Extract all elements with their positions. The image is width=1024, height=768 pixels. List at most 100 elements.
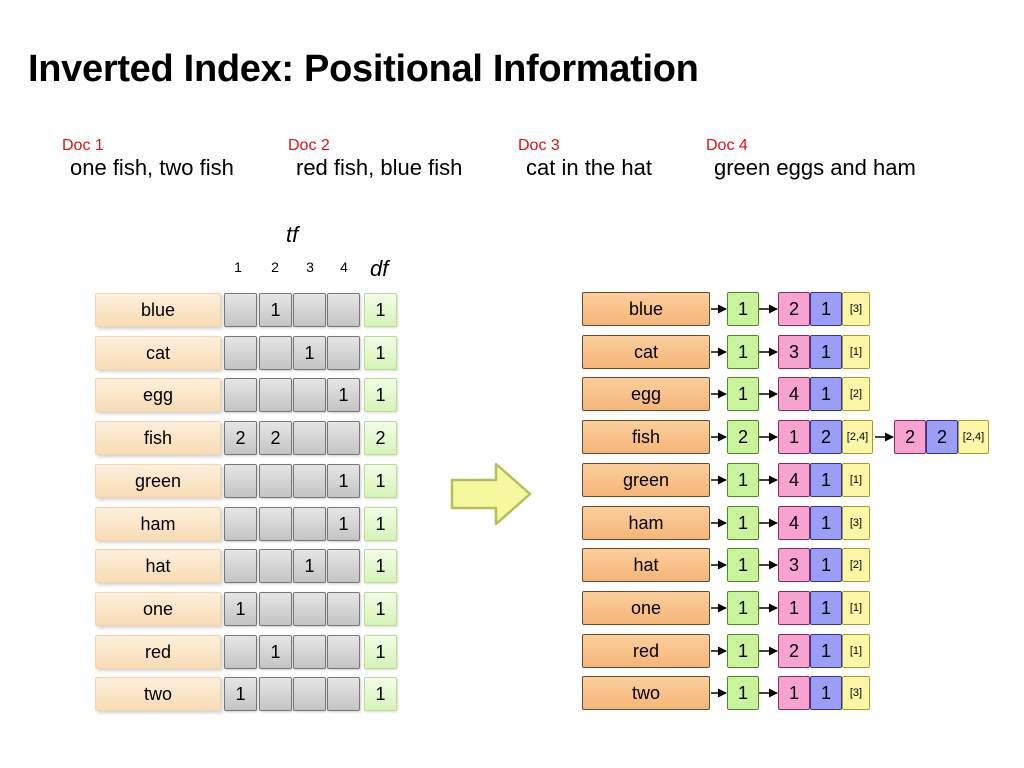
posting-positions: [1]: [842, 335, 870, 369]
tf-cell: [327, 635, 360, 669]
posting-df: 1: [727, 292, 759, 326]
posting-tf: 1: [810, 634, 842, 668]
posting-tf: 1: [810, 506, 842, 540]
posting-doc-id: 2: [894, 420, 926, 454]
posting-doc-id: 1: [778, 676, 810, 710]
tf-cell: [327, 421, 360, 455]
posting-tf: 1: [810, 377, 842, 411]
tf-cell: [259, 507, 292, 541]
tf-cell: [224, 507, 257, 541]
tf-cell: [259, 378, 292, 412]
posting-positions: [3]: [842, 292, 870, 326]
posting-term-egg: egg: [582, 377, 710, 411]
tf-cell: 1: [259, 635, 292, 669]
matrix-term-hat: hat: [95, 549, 221, 583]
posting-tf: 1: [810, 548, 842, 582]
tf-cell: 1: [259, 293, 292, 327]
tf-cell: [224, 549, 257, 583]
posting-term-one: one: [582, 591, 710, 625]
posting-positions: [1]: [842, 591, 870, 625]
posting-term-fish: fish: [582, 420, 710, 454]
tf-cell: [259, 336, 292, 370]
tf-cell: [327, 677, 360, 711]
tf-cell: 2: [224, 421, 257, 455]
tf-cell: [293, 464, 326, 498]
posting-df: 1: [727, 634, 759, 668]
tf-cell: 1: [293, 549, 326, 583]
posting-df: 1: [727, 335, 759, 369]
posting-df: 1: [727, 506, 759, 540]
posting-tf: 1: [810, 676, 842, 710]
posting-positions: [1]: [842, 634, 870, 668]
column-header-doc-2: 2: [271, 259, 279, 275]
matrix-term-fish: fish: [95, 421, 221, 455]
posting-term-blue: blue: [582, 292, 710, 326]
posting-term-green: green: [582, 463, 710, 497]
tf-cell: 2: [259, 421, 292, 455]
posting-tf: 2: [810, 420, 842, 454]
posting-positions: [2,4]: [958, 420, 989, 454]
posting-tf: 1: [810, 591, 842, 625]
posting-doc-id: 2: [778, 634, 810, 668]
posting-term-cat: cat: [582, 335, 710, 369]
doc-1-label: Doc 1: [62, 137, 104, 154]
doc-4-text: green eggs and ham: [714, 155, 916, 180]
tf-cell: [259, 464, 292, 498]
posting-doc-id: 3: [778, 335, 810, 369]
tf-cell: [327, 293, 360, 327]
tf-cell: [293, 592, 326, 626]
posting-tf: 1: [810, 463, 842, 497]
posting-positions: [3]: [842, 506, 870, 540]
column-header-doc-1: 1: [234, 259, 242, 275]
matrix-term-blue: blue: [95, 293, 221, 327]
tf-cell: [293, 677, 326, 711]
tf-cell: [224, 464, 257, 498]
tf-cell: [259, 677, 292, 711]
posting-doc-id: 4: [778, 377, 810, 411]
matrix-term-egg: egg: [95, 378, 221, 412]
tf-cell: [327, 336, 360, 370]
tf-cell: [293, 635, 326, 669]
tf-cell: 1: [327, 464, 360, 498]
posting-doc-id: 1: [778, 591, 810, 625]
doc-3-label: Doc 3: [518, 137, 560, 154]
tf-cell: [224, 336, 257, 370]
column-header-doc-4: 4: [340, 259, 348, 275]
posting-df: 1: [727, 548, 759, 582]
tf-cell: [327, 549, 360, 583]
tf-cell: [259, 549, 292, 583]
tf-cell: [224, 378, 257, 412]
matrix-term-red: red: [95, 635, 221, 669]
posting-doc-id: 4: [778, 506, 810, 540]
tf-cell: [293, 293, 326, 327]
posting-doc-id: 2: [778, 292, 810, 326]
tf-cell: 1: [327, 507, 360, 541]
tf-header: tf: [286, 222, 299, 247]
posting-doc-id: 1: [778, 420, 810, 454]
tf-cell: 1: [224, 677, 257, 711]
tf-cell: [293, 421, 326, 455]
df-cell: 2: [364, 421, 397, 455]
posting-df: 1: [727, 463, 759, 497]
posting-positions: [1]: [842, 463, 870, 497]
posting-df: 1: [727, 377, 759, 411]
posting-positions: [2]: [842, 548, 870, 582]
posting-positions: [3]: [842, 676, 870, 710]
doc-3-text: cat in the hat: [526, 155, 652, 180]
posting-tf: 1: [810, 292, 842, 326]
doc-1-text: one fish, two fish: [70, 155, 234, 180]
tf-cell: [224, 293, 257, 327]
posting-positions: [2]: [842, 377, 870, 411]
posting-doc-id: 4: [778, 463, 810, 497]
column-header-doc-3: 3: [306, 259, 314, 275]
posting-df: 1: [727, 676, 759, 710]
tf-cell: 1: [293, 336, 326, 370]
matrix-term-cat: cat: [95, 336, 221, 370]
posting-term-two: two: [582, 676, 710, 710]
df-cell: 1: [364, 464, 397, 498]
tf-cell: [327, 592, 360, 626]
doc-4-label: Doc 4: [706, 137, 748, 154]
posting-positions: [2,4]: [842, 420, 873, 454]
posting-term-red: red: [582, 634, 710, 668]
